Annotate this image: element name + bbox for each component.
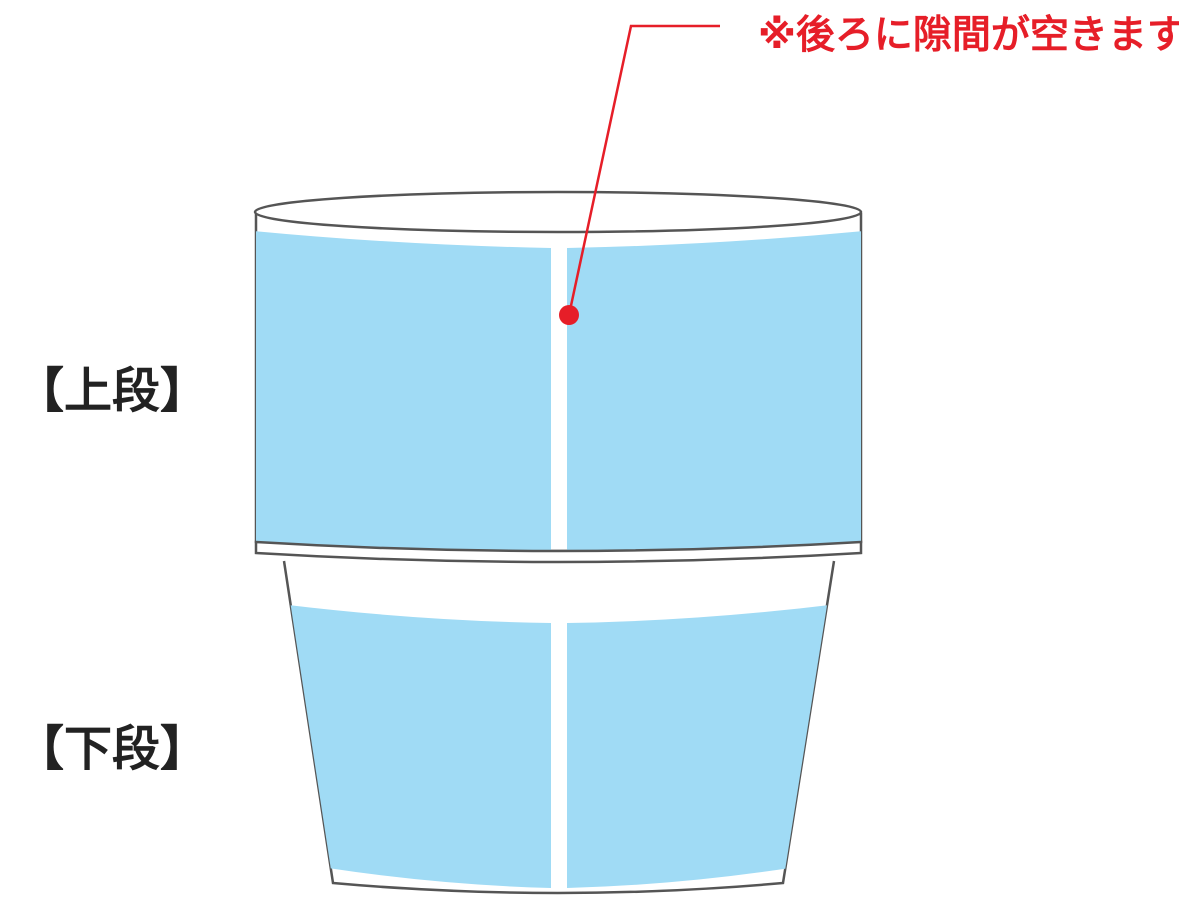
upper-cup — [253, 190, 863, 564]
lower-cup — [282, 560, 836, 895]
upper-sleeve-right — [567, 231, 861, 551]
upper-cup-bottom-rim — [254, 540, 863, 564]
callout-leader-line — [567, 24, 720, 316]
gap-callout-text: ※後ろに隙間が空きます。 — [758, 13, 1179, 58]
upper-tier-label: 【上段】 — [16, 363, 209, 419]
upper-cup-top-rim — [253, 190, 863, 234]
gap-callout-pointer — [559, 24, 720, 325]
lower-sleeve-right — [567, 604, 834, 888]
lower-tier-label: 【下段】 — [16, 721, 209, 777]
upper-sleeve-left — [256, 231, 551, 551]
callout-dot — [559, 305, 579, 325]
lower-sleeve-left — [284, 604, 551, 888]
